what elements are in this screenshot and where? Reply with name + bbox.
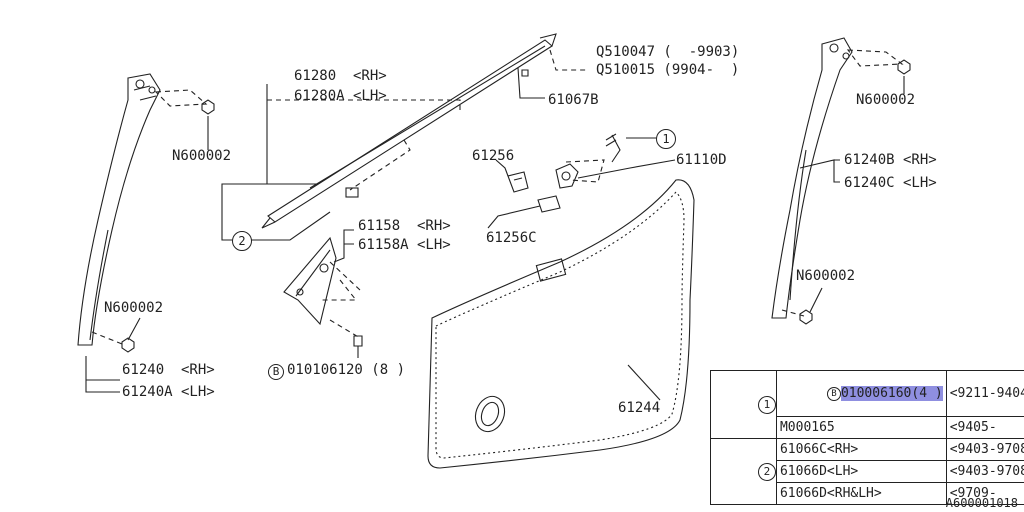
label-61280: 61280 <RH> xyxy=(294,68,387,84)
table-cell-code: 61066D<RH&LH> xyxy=(775,482,947,505)
label-61240: 61240 <RH> xyxy=(122,362,215,378)
group-2-mark: 2 xyxy=(757,462,776,481)
table-cell-date: <9403-9708> xyxy=(945,438,1024,461)
table-row: M000165 <9405- > xyxy=(711,416,1024,439)
label-61158a: 61158A <LH> xyxy=(358,237,451,253)
label-bolt-010106120: 010106120 (8 ) xyxy=(287,362,406,378)
table-cell-date: <9211-9404> xyxy=(945,370,1024,417)
nut-right-top xyxy=(897,59,911,75)
highlighted-code[interactable]: 010006160(4 ) xyxy=(840,386,943,401)
left-bottom-leader xyxy=(91,331,123,345)
left-window-channel xyxy=(77,73,161,346)
table-cell-code: 61066C<RH> xyxy=(775,438,947,461)
diagram-code: A600001018 xyxy=(945,496,1018,510)
nut-right-bottom xyxy=(799,309,813,325)
label-61067b: 61067B xyxy=(548,92,599,108)
table-row: 61066D<RH&LH> <9709- > xyxy=(711,482,1024,505)
molding-clip xyxy=(345,187,359,198)
nut-left-top xyxy=(201,99,215,115)
label-n600002-left-bottom: N600002 xyxy=(104,300,164,316)
table-row: 2 61066C<RH> <9403-9708> xyxy=(710,438,1024,505)
label-n600002-right-top: N600002 xyxy=(856,92,916,108)
label-61240a: 61240A <LH> xyxy=(122,384,215,400)
group-2-cell: 2 xyxy=(710,438,777,505)
label-61280a: 61280A <LH> xyxy=(294,88,387,104)
label-q510015: Q510015 (9904- ) xyxy=(596,62,740,78)
label-61158: 61158 <RH> xyxy=(358,218,451,234)
label-q510047: Q510047 ( -9903) xyxy=(596,44,740,60)
pad-61256c xyxy=(537,195,561,213)
clip-61256 xyxy=(507,171,529,193)
group-1-mark: 1 xyxy=(757,395,776,414)
bracket-61110d xyxy=(555,163,579,189)
b-mark-icon: B xyxy=(826,387,841,401)
callout-1: 1 xyxy=(656,129,676,149)
table-cell-code: M000165 xyxy=(775,416,947,439)
label-61240b: 61240B <RH> xyxy=(844,152,937,168)
bolt-b-mark: B xyxy=(268,364,284,380)
table-cell-code: 61066D<LH> xyxy=(775,460,947,483)
label-61256c: 61256C xyxy=(486,230,537,246)
label-61256: 61256 xyxy=(472,148,515,164)
left-top-leader xyxy=(154,89,208,107)
quarter-glass xyxy=(283,236,337,326)
label-61110d: 61110D xyxy=(676,152,727,168)
table-cell-date: <9403-9708> xyxy=(945,460,1024,483)
label-61244: 61244 xyxy=(618,400,661,416)
group-1-cell: 1 xyxy=(710,370,777,439)
door-trim-panel xyxy=(427,179,695,469)
table-cell-date: <9709- > xyxy=(945,482,1024,505)
table-row: 61066D<LH> <9403-9708> xyxy=(711,460,1024,483)
nut-left-bottom xyxy=(121,337,135,353)
belt-molding xyxy=(261,33,557,229)
label-61240c: 61240C <LH> xyxy=(844,175,937,191)
right-window-channel xyxy=(771,37,853,319)
table-cell-date: <9405- > xyxy=(945,416,1024,439)
label-n600002-left-top: N600002 xyxy=(172,148,232,164)
callout-2: 2 xyxy=(232,231,252,251)
label-n600002-right-bottom: N600002 xyxy=(796,268,856,284)
